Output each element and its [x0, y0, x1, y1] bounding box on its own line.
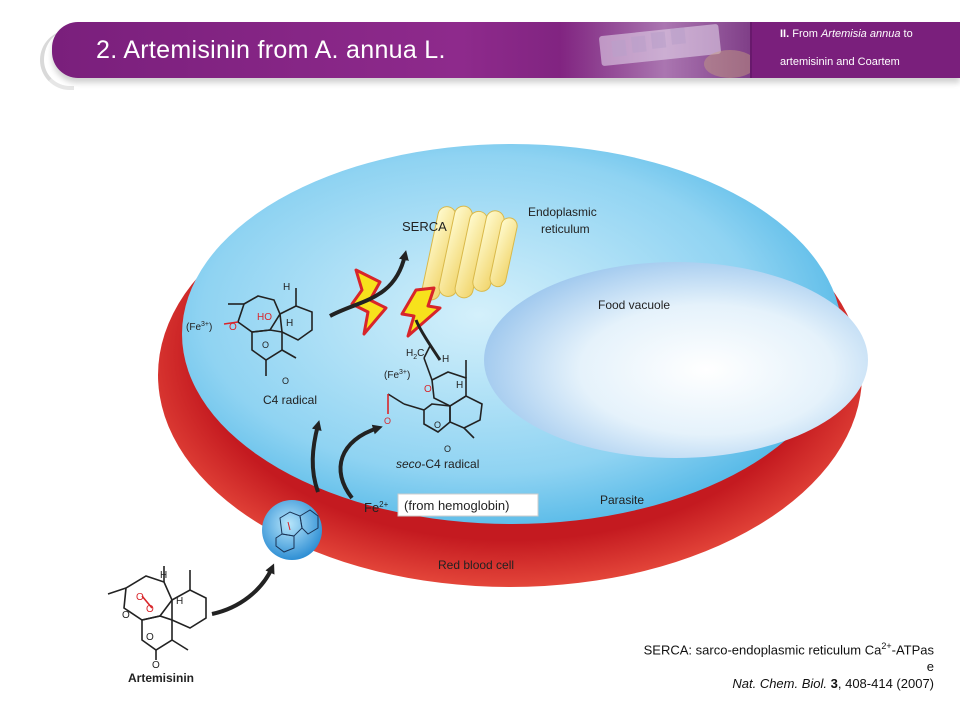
section-label-line1: II. From Artemisia annua to	[780, 28, 913, 40]
c4-o-label: O	[262, 340, 269, 350]
lightning-bolt-icon	[350, 268, 388, 336]
artemisinin-bubble	[262, 500, 322, 560]
section-number: II.	[780, 28, 790, 40]
footnote: SERCA: sarco-endoplasmic reticulum Ca2+-…	[554, 638, 934, 692]
seco-c4-radical-label: seco-C4 radical	[396, 457, 479, 471]
fe-to-c4-arrow	[310, 420, 322, 493]
section-from: From	[789, 28, 821, 40]
artemisinin-o-label: O	[152, 660, 160, 671]
section-label-line2: artemisinin and Coartem	[780, 56, 900, 68]
endoplasmic-reticulum-icon	[421, 205, 518, 301]
food-vacuole-label: Food vacuole	[598, 298, 670, 312]
c4-h-label: H	[286, 318, 293, 329]
seco-o-label: O	[384, 416, 391, 426]
fe2-label: Fe2+	[364, 500, 389, 515]
c4-to-serca-arrow	[329, 250, 409, 318]
artemisinin-o-label: O	[136, 592, 144, 603]
rbc-label: Red blood cell	[438, 558, 514, 572]
citation: Nat. Chem. Biol. 3, 408-414 (2007)	[732, 676, 934, 692]
artemisinin-o-label: O	[146, 604, 154, 615]
c4-radical-molecule	[223, 288, 313, 361]
parasite-label: Parasite	[600, 493, 644, 507]
seco-o-label: O	[434, 420, 441, 430]
c4-o-label: O	[282, 376, 289, 386]
serca-definition-wrap: e	[926, 659, 934, 675]
food-vacuole	[484, 262, 868, 458]
section-to: to	[900, 28, 913, 40]
artemisinin-molecule	[107, 566, 207, 660]
er-label-line2: reticulum	[541, 222, 590, 236]
seco-h-label: H	[442, 354, 449, 365]
fe-to-seco-arrow	[338, 424, 383, 500]
c4-o-label: O	[229, 322, 237, 333]
c4-radical-label: C4 radical	[263, 393, 317, 407]
c4-h-label: H	[283, 282, 290, 293]
artemisinin-h-label: H	[160, 570, 167, 581]
hemoglobin-label: (from hemoglobin)	[404, 498, 510, 513]
entry-arrow	[211, 563, 275, 616]
section-label: II. From Artemisia annua to artemisinin …	[752, 22, 960, 78]
seco-h-label: H	[456, 380, 463, 391]
artemisinin-o-label: O	[122, 610, 130, 621]
section-species: Artemisia annua	[820, 28, 901, 40]
hemoglobin-label-box	[397, 493, 539, 517]
lightning-bolt-icon	[400, 286, 442, 338]
header-lab-photo	[560, 22, 750, 78]
serca-label: SERCA	[402, 219, 447, 234]
seco-o-label: O	[444, 444, 451, 454]
er-label-line1: Endoplasmic	[528, 205, 597, 219]
serca-definition: SERCA: sarco-endoplasmic reticulum Ca2+-…	[643, 641, 934, 658]
seco-fe3-label: (Fe3+)	[384, 369, 410, 381]
artemisinin-h-label: H	[176, 596, 183, 607]
fe3-label: (Fe3+)	[186, 321, 212, 333]
c4-ho-label: HO	[257, 312, 272, 323]
artemisinin-o-label: O	[146, 632, 154, 643]
seco-o-label: O	[424, 384, 432, 395]
seco-h2c-label: H2C	[406, 348, 424, 361]
artemisinin-label: Artemisinin	[128, 671, 194, 685]
seco-to-serca-arrow	[414, 319, 442, 361]
page-title: 2. Artemisinin from A. annua L.	[96, 36, 446, 64]
artemisinin-bubble-molecule	[275, 509, 319, 553]
seco-c4-radical-molecule	[387, 345, 483, 439]
